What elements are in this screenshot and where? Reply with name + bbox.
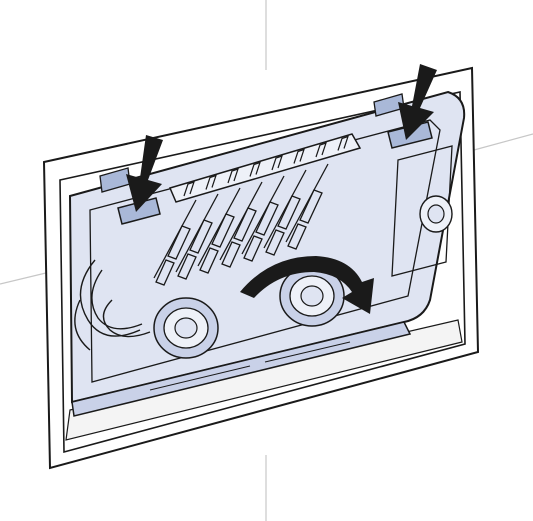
side-mount-right	[391, 145, 453, 277]
cable-plug	[263, 169, 307, 256]
grommet-right	[279, 265, 345, 327]
grout-line-horizontal-left	[0, 271, 51, 285]
connector-notch	[271, 155, 283, 171]
connector-notch	[293, 148, 305, 164]
clip-left	[99, 167, 161, 225]
connector-notch	[227, 168, 239, 184]
cable-plug	[153, 199, 197, 286]
curved-rotate-arrow-icon	[240, 256, 374, 314]
down-arrow-icon	[126, 135, 163, 212]
connector-notch	[205, 174, 217, 190]
cable-loops-left	[74, 259, 151, 351]
panel-bottom-rail	[71, 321, 412, 417]
rail-detail-left	[149, 365, 251, 391]
connector-notch	[337, 135, 349, 151]
cable-plug	[197, 187, 241, 274]
cable-plug	[285, 163, 329, 250]
down-arrow-icon	[398, 64, 437, 140]
grommet-left	[153, 297, 219, 359]
connector-bar	[168, 133, 362, 203]
grout-line-horizontal-right	[473, 133, 533, 151]
rail-detail-right	[264, 341, 351, 363]
cable-bundle	[153, 163, 329, 286]
cable-plug	[241, 175, 285, 262]
connector-notch	[315, 142, 327, 158]
connector-notch	[249, 161, 261, 177]
cable-plug	[175, 193, 219, 280]
connector-notch	[183, 181, 195, 197]
cable-plug	[219, 181, 263, 268]
connector-bar-notches	[183, 135, 349, 197]
